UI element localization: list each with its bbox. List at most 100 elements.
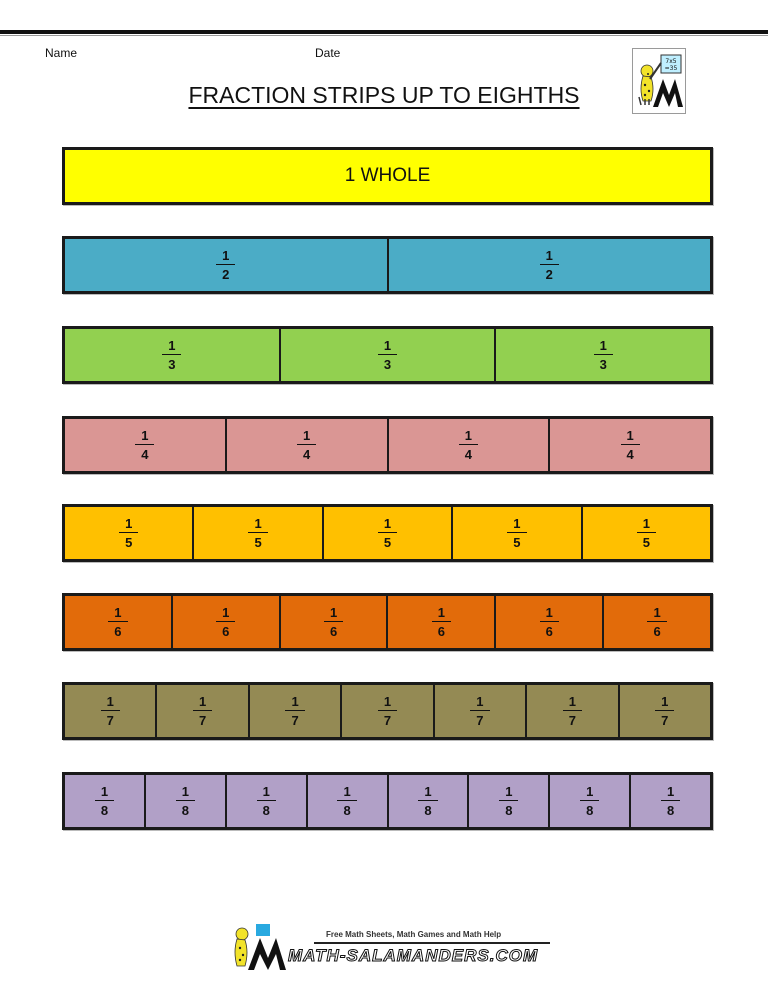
fraction-denominator: 6 xyxy=(437,623,446,639)
fraction-denominator: 7 xyxy=(383,712,392,728)
fraction-numerator: 1 xyxy=(135,428,155,445)
fraction-numerator: 1 xyxy=(499,784,519,801)
top-rule xyxy=(0,30,768,34)
date-label: Date xyxy=(315,46,341,60)
fraction-numerator: 1 xyxy=(248,516,268,533)
fraction-numerator: 1 xyxy=(562,694,582,711)
whole-label: 1 WHOLE xyxy=(344,165,431,186)
footer-tagline: Free Math Sheets, Math Games and Math He… xyxy=(326,930,502,939)
fraction-numerator: 1 xyxy=(162,338,182,355)
fraction-denominator: 4 xyxy=(464,446,472,462)
fraction-denominator: 8 xyxy=(181,802,189,818)
fraction-denominator: 6 xyxy=(329,623,338,639)
fraction-numerator: 1 xyxy=(119,516,139,533)
fraction-numerator: 1 xyxy=(593,338,613,355)
fraction-numerator: 1 xyxy=(647,605,667,622)
fraction-denominator: 5 xyxy=(513,534,521,550)
fraction-denominator: 8 xyxy=(505,802,513,818)
fraction-denominator: 3 xyxy=(599,356,607,372)
fraction-numerator: 1 xyxy=(285,694,305,711)
svg-text:=35: =35 xyxy=(665,65,678,72)
fraction-denominator: 2 xyxy=(222,266,230,282)
fraction-denominator: 7 xyxy=(291,712,299,728)
fraction-denominator: 6 xyxy=(114,623,122,639)
fraction-numerator: 1 xyxy=(323,605,344,622)
footer-branding: Free Math Sheets, Math Games and Math He… xyxy=(228,924,550,972)
fraction-denominator: 7 xyxy=(199,712,207,728)
fraction-numerator: 1 xyxy=(458,428,478,445)
fraction-denominator: 5 xyxy=(383,534,392,550)
fraction-denominator: 8 xyxy=(262,802,270,818)
fraction-denominator: 6 xyxy=(545,623,553,639)
fraction-denominator: 6 xyxy=(222,623,230,639)
top-rule-thin xyxy=(0,35,768,36)
fraction-numerator: 1 xyxy=(108,605,128,622)
fraction-denominator: 8 xyxy=(586,802,594,818)
fraction-numerator: 1 xyxy=(636,516,656,533)
fraction-numerator: 1 xyxy=(100,694,120,711)
fraction-numerator: 1 xyxy=(539,248,559,265)
svg-text:7x5: 7x5 xyxy=(665,58,676,65)
name-label: Name xyxy=(45,46,78,60)
fraction-denominator: 5 xyxy=(254,534,262,550)
footer-rule xyxy=(314,942,550,944)
page-title: FRACTION STRIPS UP TO EIGHTHS xyxy=(0,82,768,109)
fraction-numerator: 1 xyxy=(175,784,195,801)
page-title-text: FRACTION STRIPS UP TO EIGHTHS xyxy=(188,82,580,108)
fraction-denominator: 8 xyxy=(424,802,432,818)
fraction-numerator: 1 xyxy=(660,784,681,801)
fraction-numerator: 1 xyxy=(377,516,398,533)
fraction-denominator: 5 xyxy=(125,534,133,550)
strip-whole: 1 WHOLE xyxy=(62,147,713,205)
fraction-denominator: 4 xyxy=(141,446,149,462)
fraction-numerator: 1 xyxy=(193,694,213,711)
strip-cell: 1 WHOLE xyxy=(65,150,710,202)
fraction-numerator: 1 xyxy=(216,605,236,622)
fraction-denominator: 7 xyxy=(106,712,114,728)
fraction-numerator: 1 xyxy=(470,694,490,711)
footer-site-logo: MATH-SALAMANDERS.COM xyxy=(287,946,539,966)
